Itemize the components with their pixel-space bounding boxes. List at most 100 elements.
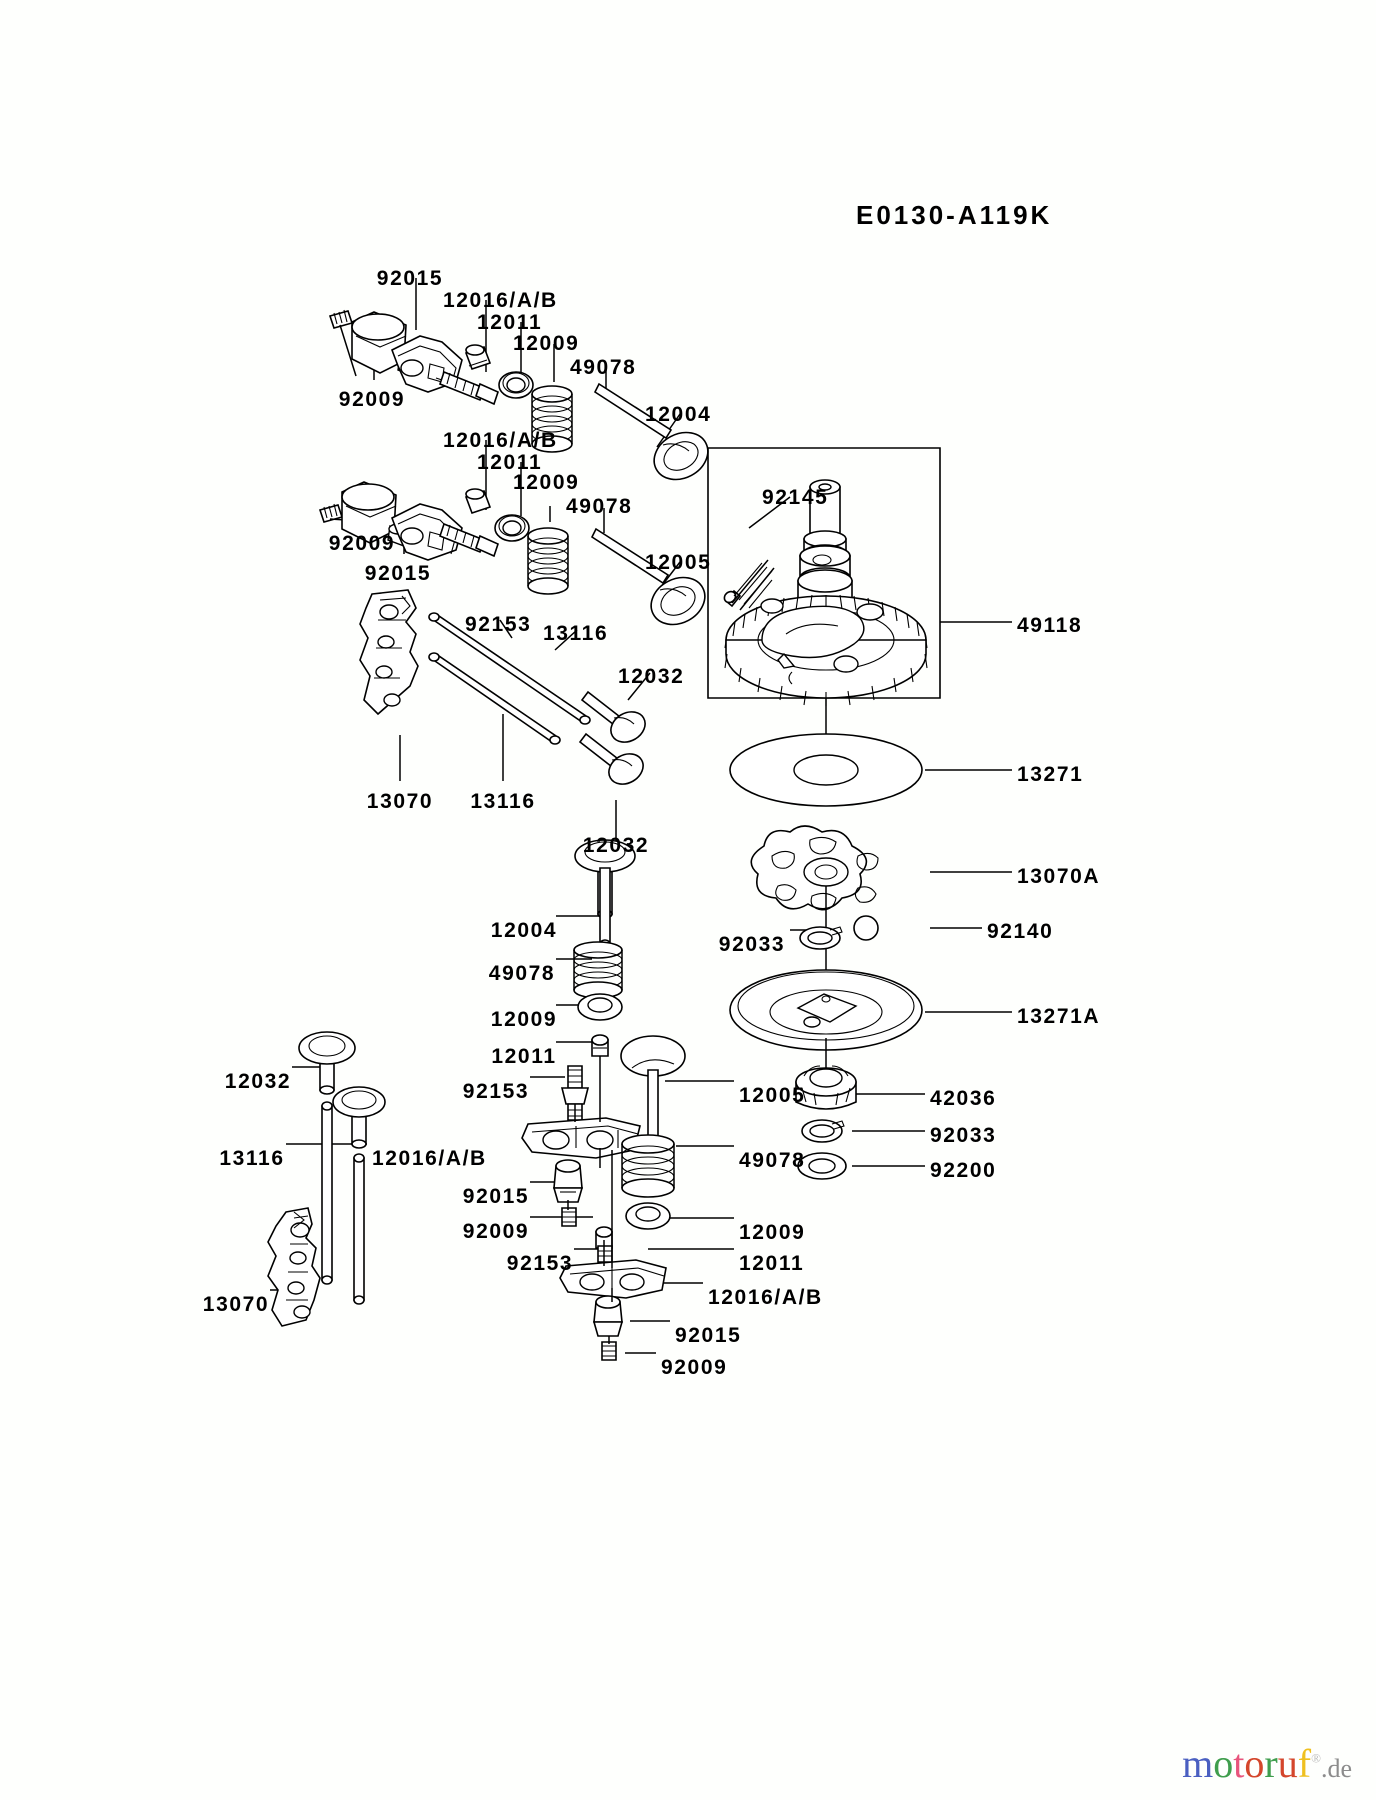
motoruf-watermark: motoruf®.de — [1182, 1744, 1352, 1784]
part-number-92033: 92033 — [930, 1124, 997, 1147]
part-number-12032: 12032 — [618, 665, 685, 688]
part-92145-spring — [722, 560, 774, 610]
part-13116-pushrod-lower-a — [322, 1102, 332, 1284]
part-12004-valve-a — [595, 384, 716, 489]
part-number-92015: 92015 — [675, 1324, 742, 1347]
part-12032-guide-upper-a — [582, 692, 651, 748]
part-number-49078: 49078 — [739, 1149, 806, 1172]
part-number-92145: 92145 — [762, 486, 829, 509]
watermark-letter-m: m — [1182, 1741, 1214, 1786]
part-number-92200: 92200 — [930, 1159, 997, 1182]
watermark-letter-t: t — [1233, 1741, 1245, 1786]
center-valve-train — [522, 840, 640, 1226]
part-number-92015: 92015 — [462, 1185, 530, 1208]
part-number-13070: 13070 — [202, 1293, 270, 1316]
part-12004-valve-center — [600, 868, 610, 948]
watermark-letter-o1: o — [1213, 1741, 1234, 1786]
part-13070A-holder — [751, 826, 878, 910]
part-92009-screw-lower — [602, 1342, 616, 1360]
part-number-12009: 12009 — [739, 1221, 806, 1244]
diagram-title: E0130-A119K — [856, 200, 1053, 230]
part-number-13271A: 13271A — [1017, 1005, 1101, 1028]
part-number-92015: 92015 — [364, 562, 432, 585]
part-number-13116: 13116 — [470, 790, 536, 813]
part-number-92015: 92015 — [376, 267, 444, 290]
part-number-12016-A-B: 12016/A/B — [443, 289, 558, 312]
part-49078-spring-lower — [622, 1135, 674, 1197]
part-number-92009: 92009 — [328, 532, 396, 555]
part-13070-guide-plate-upper — [360, 590, 418, 714]
part-92153-stud-a — [440, 372, 498, 404]
governor-stack — [730, 698, 922, 1179]
part-number-42036: 42036 — [930, 1087, 997, 1110]
part-number-49078: 49078 — [488, 962, 556, 985]
camshaft-assembly-box — [708, 448, 940, 706]
part-12032-guide-upper-b — [580, 734, 649, 790]
part-number-13070A: 13070A — [1017, 865, 1101, 888]
part-number-12032: 12032 — [582, 834, 650, 857]
part-92200-washer — [798, 1153, 846, 1179]
part-number-49078: 49078 — [566, 495, 633, 518]
part-number-13116: 13116 — [543, 622, 609, 645]
part-number-92009: 92009 — [661, 1356, 728, 1379]
part-number-92153: 92153 — [465, 613, 532, 636]
part-49078-spring-a — [532, 386, 572, 452]
part-12011-bolt-b — [466, 489, 490, 513]
right-valve-train — [560, 1036, 685, 1360]
watermark-tld: .de — [1320, 1754, 1352, 1783]
part-12032-guide-lower — [299, 1032, 355, 1094]
part-number-92140: 92140 — [987, 920, 1054, 943]
part-number-12011: 12011 — [477, 311, 543, 334]
watermark-letter-o2: o — [1244, 1741, 1265, 1786]
pushrod-group-lower — [268, 1032, 385, 1326]
part-number-12009: 12009 — [490, 1008, 558, 1031]
rocker-assembly-upper — [330, 310, 716, 489]
part-92153-stud-b — [440, 524, 498, 556]
part-49118-camshaft — [725, 480, 927, 706]
part-12011-bolt-center — [592, 1035, 608, 1056]
part-number-12011: 12011 — [739, 1252, 805, 1275]
part-12009-retainer-a — [499, 372, 533, 398]
gear-teeth — [725, 595, 927, 706]
part-13116-pushrod-upper-b — [429, 653, 560, 744]
part-92015-pivot-lower — [594, 1296, 622, 1336]
part-number-13070: 13070 — [366, 790, 434, 813]
part-number-12016-A-B: 12016/A/B — [443, 429, 558, 452]
part-number-12011: 12011 — [491, 1045, 557, 1068]
part-12009-retainer-center — [578, 994, 622, 1020]
part-number-12011: 12011 — [477, 451, 543, 474]
pushrod-group-upper — [360, 590, 651, 790]
part-12005-valve-b — [592, 529, 713, 634]
part-number-49078: 49078 — [570, 356, 637, 379]
part-92009-screw-center — [562, 1208, 576, 1226]
watermark-letter-r: r — [1264, 1741, 1278, 1786]
part-number-92009: 92009 — [338, 388, 406, 411]
part-number-12005: 12005 — [645, 551, 712, 574]
part-42036-sleeve — [796, 1066, 856, 1109]
part-number-12016-A-B: 12016/A/B — [708, 1286, 823, 1309]
watermark-letter-f: f — [1297, 1741, 1312, 1786]
part-49078-spring-center — [574, 942, 622, 998]
part-13271-washer — [730, 734, 922, 806]
part-13116-pushrod-lower-b — [354, 1154, 364, 1304]
part-number-13116: 13116 — [219, 1147, 285, 1170]
part-number-12005: 12005 — [739, 1084, 806, 1107]
part-number-12004: 12004 — [490, 919, 558, 942]
part-92015-pivot-center — [554, 1160, 582, 1202]
part-12016-rocker-center — [522, 1118, 640, 1158]
watermark-trademark: ® — [1311, 1750, 1321, 1766]
part-12009-retainer-b — [495, 515, 529, 541]
watermark-letter-u: u — [1277, 1741, 1298, 1786]
part-92153-stud-lower — [598, 1246, 612, 1262]
part-13116-pushrod-upper-a — [429, 613, 590, 724]
part-12016-rocker-b — [392, 504, 462, 560]
part-49078-spring-b — [528, 528, 568, 594]
part-number-92009: 92009 — [462, 1220, 530, 1243]
part-92015-pivot-a — [352, 312, 417, 376]
part-number-92033: 92033 — [718, 933, 786, 956]
part-12032-guide-lower-b — [333, 1087, 385, 1148]
part-number-12032: 12032 — [224, 1070, 292, 1093]
part-13070-guide-plate-lower — [268, 1208, 320, 1326]
part-12016-rocker-lower — [560, 1260, 666, 1298]
